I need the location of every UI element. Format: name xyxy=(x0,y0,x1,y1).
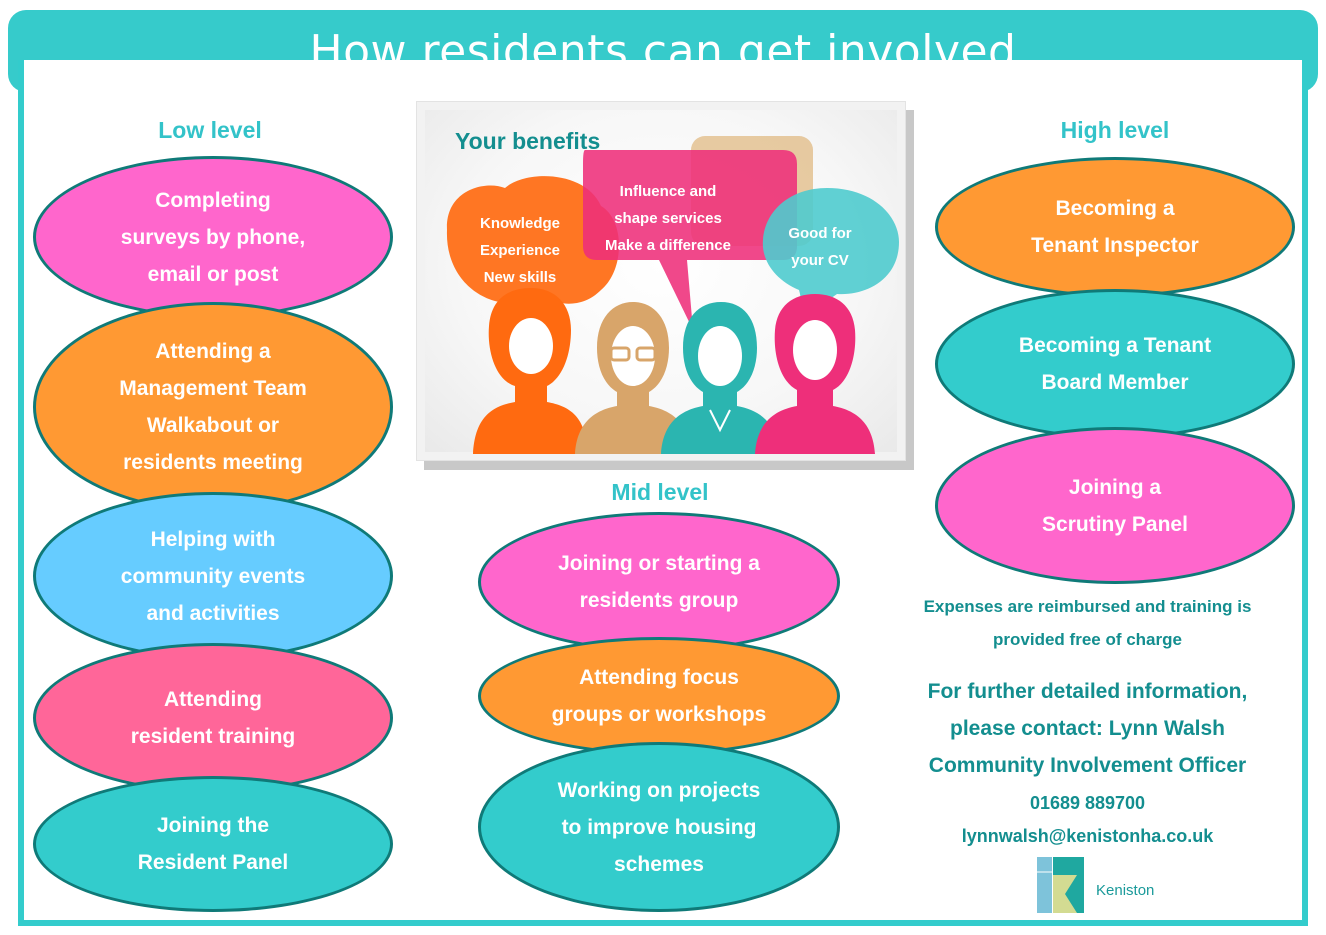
low-level-heading: Low level xyxy=(158,117,262,143)
bubble-text-cv: Good for your CV xyxy=(788,225,852,269)
oval-label: Joining the Resident Panel xyxy=(137,814,289,874)
speech-bubble-teal-icon xyxy=(762,188,899,326)
mid-level-heading: Mid level xyxy=(611,479,709,505)
person-woman-pink-icon xyxy=(755,294,875,454)
high-item-scrutiny-panel: Joining a Scrutiny Panel xyxy=(935,427,1295,584)
low-item-resident-panel: Joining the Resident Panel xyxy=(33,776,393,912)
high-item-board-member: Becoming a Tenant Board Member xyxy=(935,289,1295,439)
oval-label: Becoming a Tenant Inspector xyxy=(1031,197,1199,257)
contact-line1: For further detailed information, xyxy=(927,680,1248,703)
mid-item-focus-groups: Attending focus groups or workshops xyxy=(478,637,840,755)
oval-label: Attending focus groups or workshops xyxy=(551,666,767,726)
low-item-walkabout: Attending a Management Team Walkabout or… xyxy=(33,302,393,512)
person-man-glasses-icon xyxy=(575,302,691,454)
contact-phone: 01689 889700 xyxy=(1029,793,1146,813)
oval-label: Attending resident training xyxy=(130,688,296,748)
low-item-resident-training: Attending resident training xyxy=(33,643,393,793)
oval-label: Becoming a Tenant Board Member xyxy=(1018,334,1212,394)
benefits-title: Your benefits xyxy=(455,128,601,154)
high-item-tenant-inspector: Becoming a Tenant Inspector xyxy=(935,157,1295,297)
low-item-surveys: Completing surveys by phone, email or po… xyxy=(33,156,393,318)
mid-item-housing-projects: Working on projects to improve housing s… xyxy=(478,742,840,912)
person-man-teal-icon xyxy=(661,302,779,454)
bubble-text-skills: Knowledge Experience New skills xyxy=(479,215,561,286)
oval-label: Attending a Management Team Walkabout or… xyxy=(119,340,307,474)
expenses-note-line1: Expenses are reimbursed and training is xyxy=(923,597,1252,616)
expenses-note-line2: provided free of charge xyxy=(993,630,1182,649)
benefits-image: Your benefits Knowledge Experience New s… xyxy=(416,101,906,461)
oval-label: Joining or starting a residents group xyxy=(558,552,760,612)
contact-line3: Community Involvement Officer xyxy=(928,754,1247,777)
bubble-text-influence: Influence and shape services Make a diff… xyxy=(605,183,731,254)
benefits-illustration xyxy=(446,136,899,454)
low-item-community-events: Helping with community events and activi… xyxy=(33,492,393,660)
oval-label: Completing surveys by phone, email or po… xyxy=(120,188,306,286)
oval-label: Joining a Scrutiny Panel xyxy=(1042,475,1188,536)
contact-email[interactable]: lynnwalsh@kenistonha.co.uk xyxy=(961,826,1214,846)
keniston-logo-icon xyxy=(1037,857,1084,913)
contact-line2: please contact: Lynn Walsh xyxy=(950,717,1225,740)
high-level-heading: High level xyxy=(1060,117,1170,143)
speech-bubble-pink-icon xyxy=(583,150,797,330)
oval-label: Working on projects to improve housing s… xyxy=(557,778,761,876)
speech-bubble-orange-icon xyxy=(446,176,619,340)
oval-label: Helping with community events and activi… xyxy=(120,527,306,625)
person-woman-orange-icon xyxy=(473,288,587,454)
mid-item-residents-group: Joining or starting a residents group xyxy=(478,512,840,652)
keniston-logo-text: Keniston xyxy=(1096,882,1155,899)
